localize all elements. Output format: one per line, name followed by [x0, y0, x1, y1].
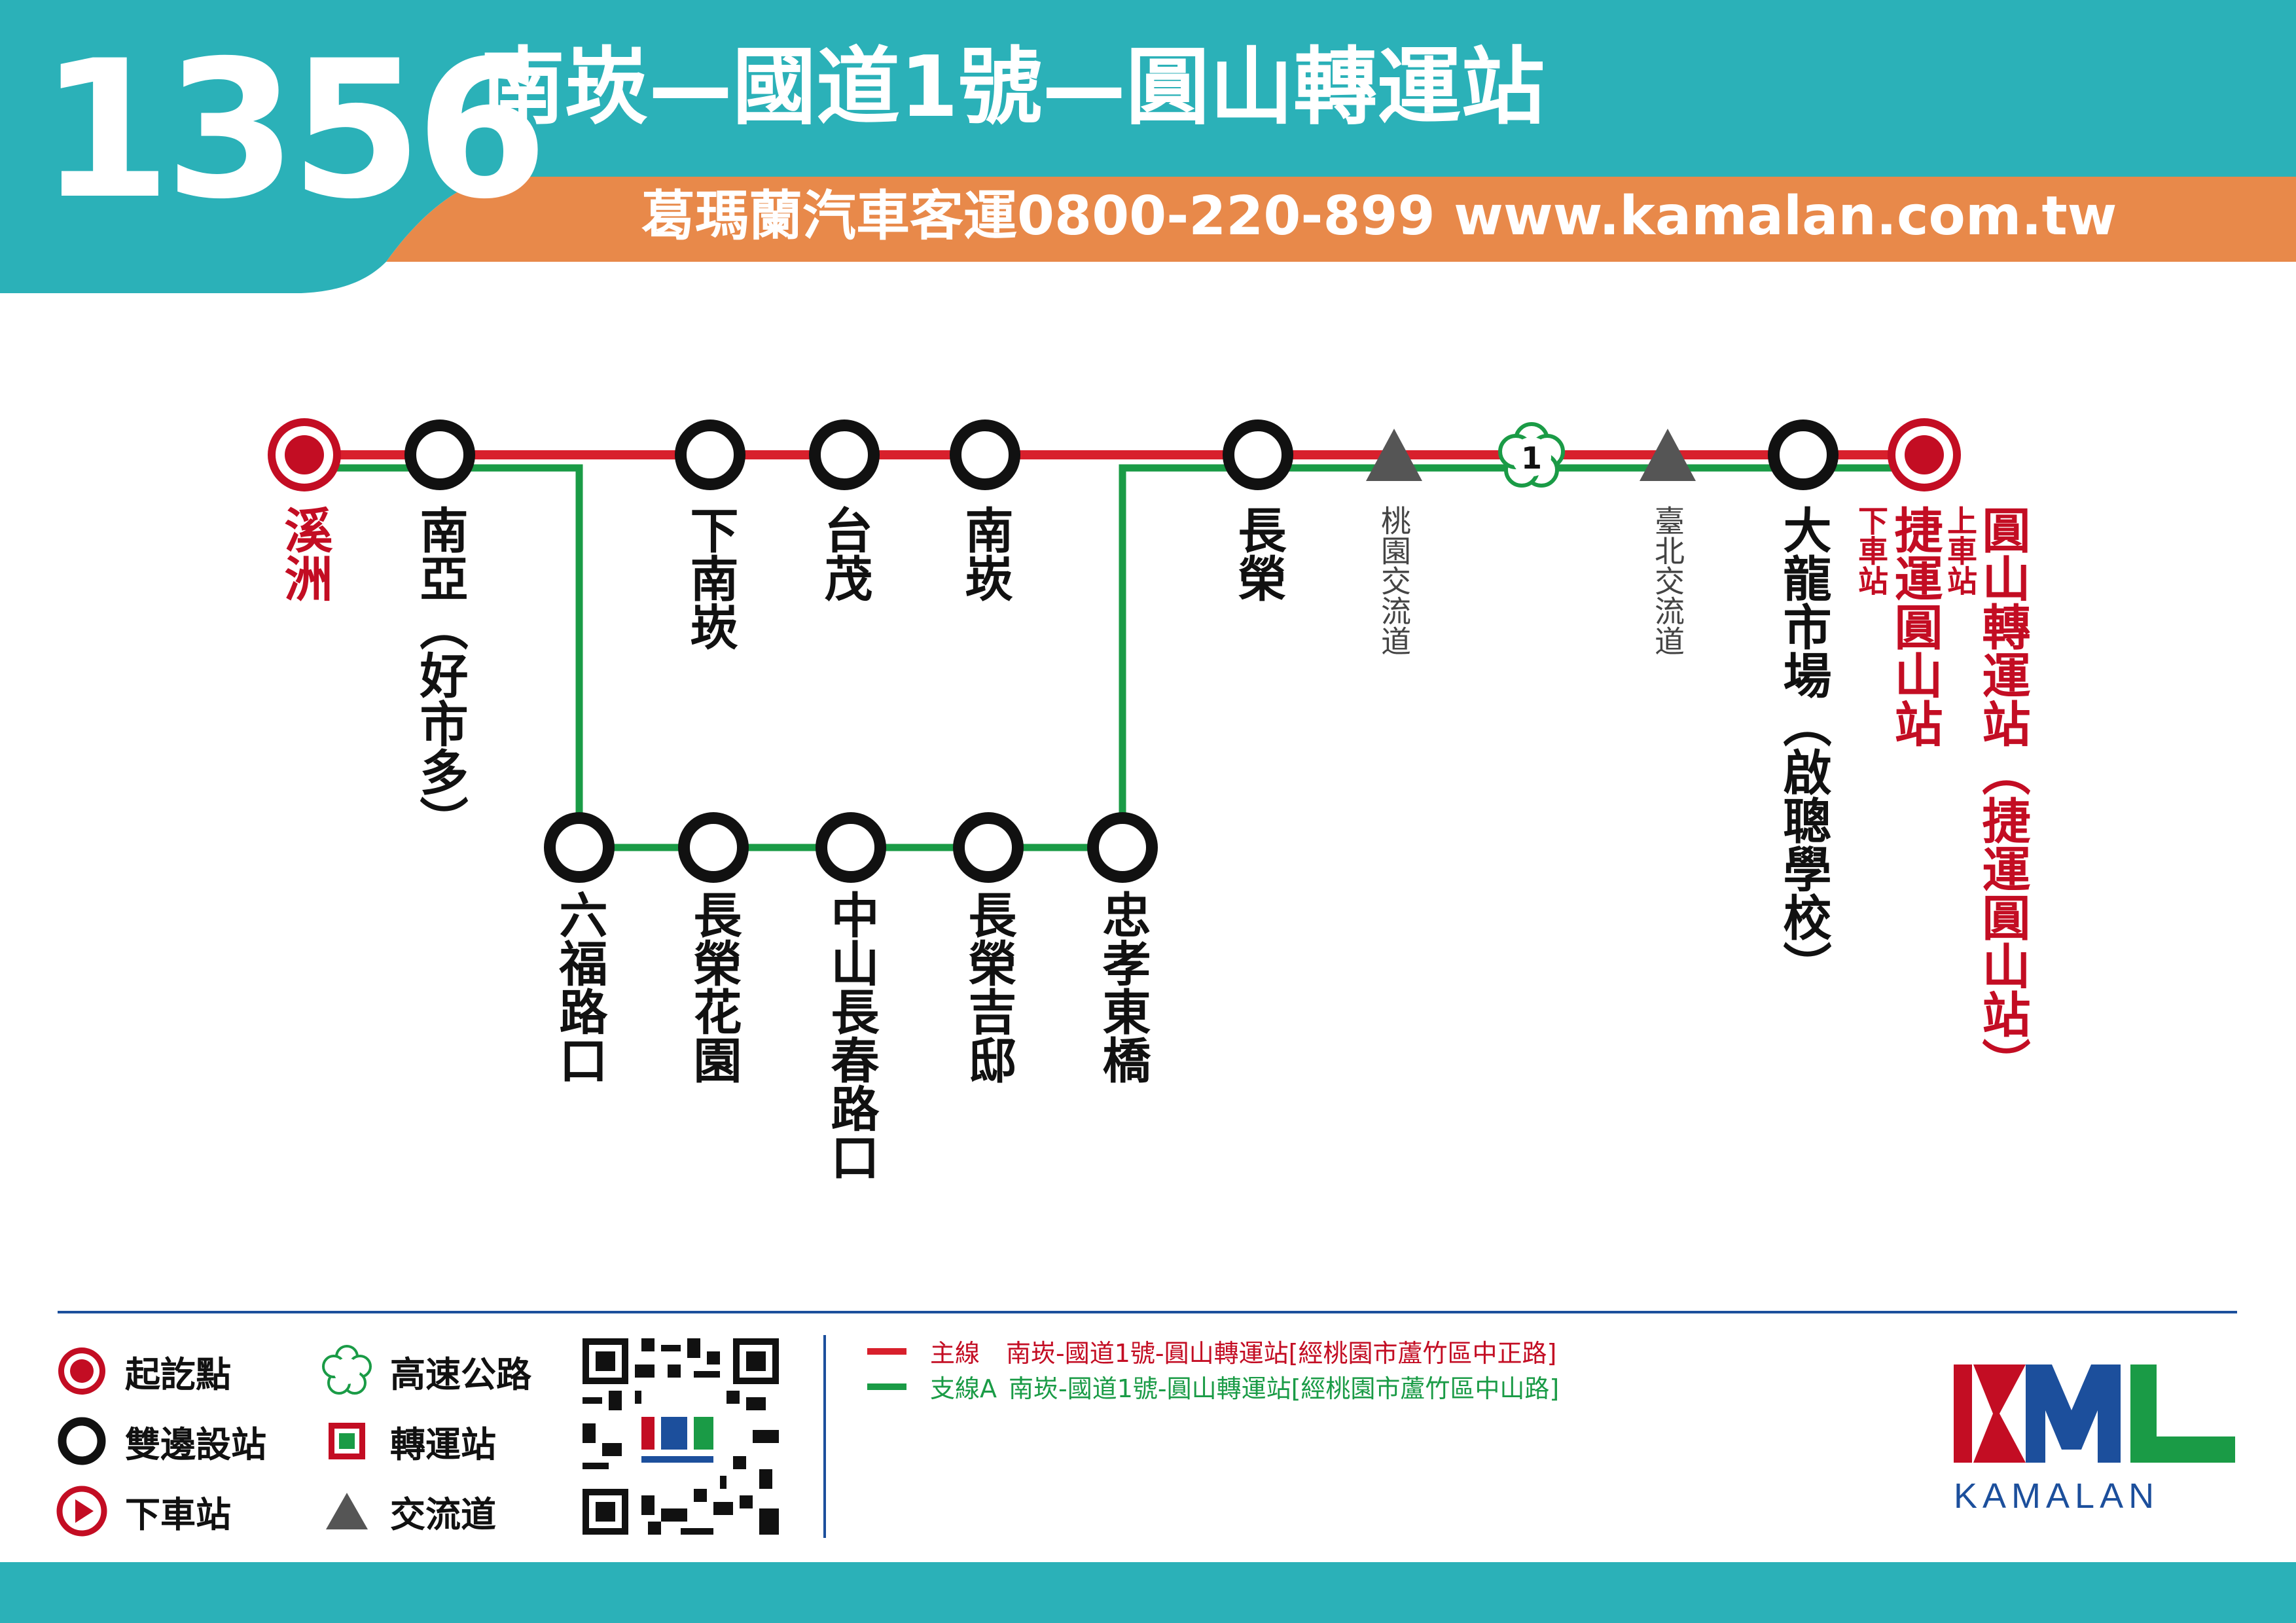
svg-text:1: 1: [1521, 440, 1542, 476]
legend-terminus: 起訖點: [56, 1345, 231, 1397]
route-map: 1 溪洲 南亞（好市多） 下南崁 台茂 南崁 長榮 桃園交流道 臺北交流道 大龍…: [0, 294, 2296, 1263]
header-banner: 1356 南崁—國道1號—圓山轉運站 葛瑪蘭汽車客運0800-220-899 w…: [0, 0, 2296, 294]
station-label-nanya: 南亞（好市多）: [412, 505, 468, 844]
branch-line-label: 支線A: [930, 1374, 997, 1403]
station-label-liufu: 六福路口: [551, 890, 607, 1084]
station-marker-xia-nankan: [675, 419, 745, 490]
station-marker-yuanshan-terminal: [1888, 418, 1961, 491]
route-number: 1356: [39, 20, 548, 241]
station-marker-changrong-jidi: [953, 812, 1024, 883]
interchange-icon: [326, 1493, 368, 1529]
legend-terminus-label: 起訖點: [125, 1353, 231, 1395]
terminus-icon: [58, 1347, 105, 1395]
branch-line-note: 支線A 南崁-國道1號-圓山轉運站[經桃園市蘆竹區中山路]: [867, 1368, 1559, 1404]
station-label-yuanshan-terminal: 圓山轉運站（捷運圓山站）: [1974, 505, 2030, 1086]
station-label-zhongshan-changchun: 中山長春路口: [823, 890, 879, 1181]
legend-transfer-label: 轉運站: [390, 1423, 496, 1465]
station-label-dalong-market: 大龍市場（啟聰學校）: [1775, 505, 1831, 990]
station-marker-taimao: [809, 419, 880, 490]
station-marker-zhongxiao-bridge: [1087, 812, 1158, 883]
both-ways-icon: [58, 1417, 106, 1465]
main-line-label: 主線: [930, 1339, 980, 1368]
kamalan-logo: [1954, 1364, 2235, 1463]
station-label-zhongxiao-bridge: 忠孝東橋: [1094, 890, 1151, 1084]
interchange-label-taoyuan: 桃園交流道: [1376, 505, 1412, 656]
legend-both-ways: 雙邊設站: [56, 1415, 266, 1467]
station-marker-changrong-garden: [678, 812, 749, 883]
interchange-taoyuan-icon: [1366, 429, 1422, 481]
freeway-1-icon: 1: [1498, 422, 1565, 488]
branch-line-desc: 南崁-國道1號-圓山轉運站[經桃園市蘆竹區中山路]: [1009, 1374, 1560, 1403]
legend-interchange-label: 交流道: [390, 1493, 496, 1535]
main-line-desc: 南崁-國道1號-圓山轉運站[經桃園市蘆竹區中正路]: [1006, 1339, 1557, 1368]
interchange-taipei-icon: [1640, 429, 1696, 481]
legend-interchange: 交流道: [321, 1485, 496, 1537]
station-marker-xizhou: [268, 418, 341, 491]
route-title: 南崁—國道1號—圓山轉運站: [481, 39, 1545, 136]
alight-tag: 下車站: [1854, 505, 1889, 596]
station-label-taimao: 台茂: [816, 505, 872, 602]
station-label-xia-nankan: 下南崁: [682, 505, 738, 651]
station-marker-zhongshan-changchun: [816, 812, 886, 883]
station-marker-dalong-market: [1768, 419, 1839, 490]
kamalan-wordmark: KAMALAN: [1954, 1476, 2160, 1516]
interchange-label-taipei: 臺北交流道: [1650, 505, 1685, 656]
branch-line-swatch: [867, 1383, 906, 1390]
station-marker-nanya: [404, 419, 475, 490]
qr-code[interactable]: [583, 1338, 779, 1535]
footer-bar: [0, 1562, 2296, 1623]
legend-both-ways-label: 雙邊設站: [125, 1423, 266, 1465]
station-label-changrong-jidi: 長榮吉邸: [960, 890, 1016, 1084]
transfer-station-icon: [329, 1423, 365, 1459]
alight-only-icon: [56, 1486, 107, 1537]
legend-freeway-label: 高速公路: [390, 1353, 531, 1395]
legend-divider: [58, 1311, 2237, 1313]
station-label-changrong-garden: 長榮花園: [685, 890, 742, 1084]
station-marker-liufu: [544, 812, 615, 883]
legend-separator: [823, 1335, 826, 1538]
station-label-yuanshan-mrt: 捷運圓山站: [1886, 505, 1943, 747]
header-background: [0, 0, 2296, 293]
operator-contact: 葛瑪蘭汽車客運0800-220-899 www.kamalan.com.tw: [641, 185, 2117, 247]
route-lines: 1: [268, 418, 1961, 883]
station-marker-nankan: [950, 419, 1020, 490]
legend-alight-only-label: 下車站: [125, 1493, 231, 1535]
station-label-xizhou: 溪洲: [276, 505, 332, 602]
station-marker-changrong: [1223, 419, 1293, 490]
legend-freeway: 高速公路: [321, 1345, 531, 1397]
legend-alight-only: 下車站: [56, 1485, 231, 1537]
legend-transfer: 轉運站: [321, 1415, 496, 1467]
station-label-changrong: 長榮: [1230, 505, 1286, 602]
main-line-swatch: [867, 1347, 906, 1355]
freeway-icon: [322, 1345, 372, 1395]
board-tag: 上車站: [1943, 505, 1978, 596]
main-line-note: 主線 南崁-國道1號-圓山轉運站[經桃園市蘆竹區中正路]: [867, 1333, 1556, 1369]
station-label-nankan: 南崁: [957, 505, 1013, 602]
